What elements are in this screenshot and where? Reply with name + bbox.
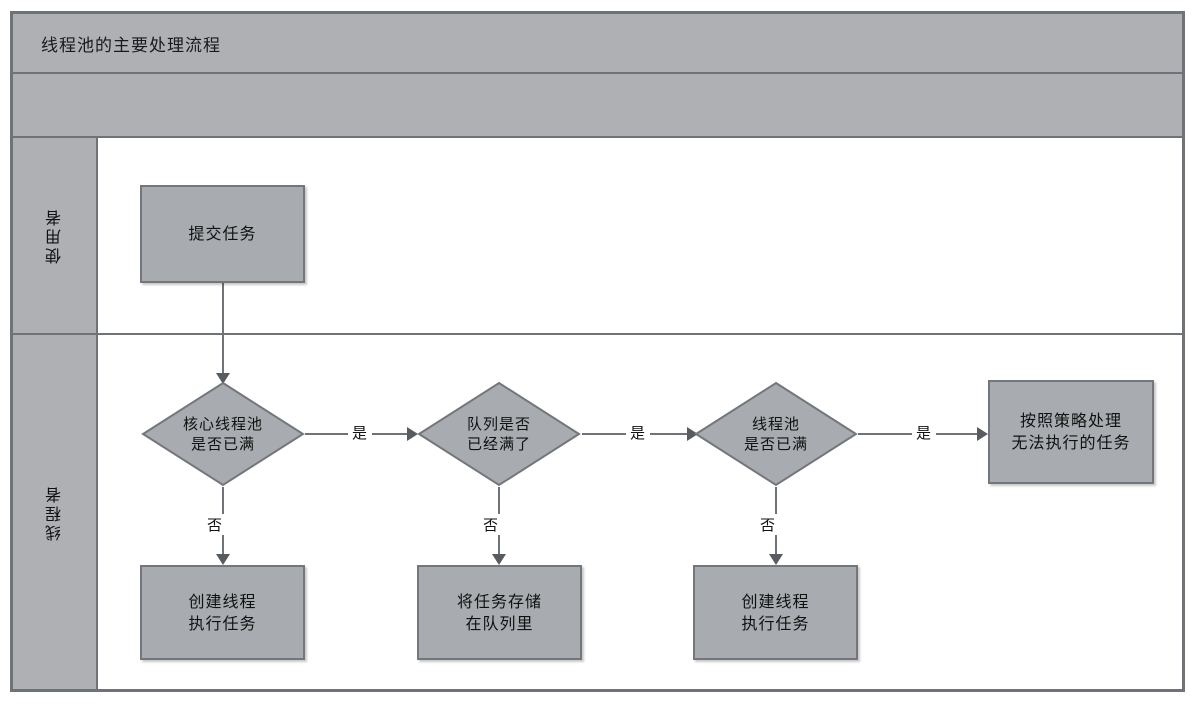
node-create-thread-1[interactable]: 创建线程执行任务 bbox=[140, 565, 305, 660]
node-label-pool-full: 线程池是否已满 bbox=[694, 381, 858, 487]
arrowhead-pool-to-reject bbox=[977, 427, 988, 441]
node-label-queue-full: 队列是否已经满了 bbox=[417, 381, 581, 487]
node-label-text-pool-full: 线程池是否已满 bbox=[743, 414, 808, 453]
node-submit-task[interactable]: 提交任务 bbox=[140, 185, 305, 283]
node-queue-full[interactable]: 队列是否已经满了 bbox=[417, 381, 581, 487]
edge-label-queue-to-pool: 是 bbox=[626, 422, 651, 443]
edge-label-pool-to-create2: 否 bbox=[756, 514, 781, 535]
node-store-in-queue[interactable]: 将任务存储在队列里 bbox=[417, 565, 582, 660]
arrowhead-submit-to-core bbox=[216, 373, 230, 384]
swimlane-label-user: 使用者 bbox=[44, 207, 64, 264]
connector-submit-to-core bbox=[222, 283, 224, 375]
node-label-text-queue-full: 队列是否已经满了 bbox=[466, 414, 531, 453]
diagram-title-bar: 线程池的主要处理流程 bbox=[12, 13, 1183, 73]
node-core-pool-full[interactable]: 核心线程池是否已满 bbox=[141, 381, 305, 487]
node-label-reject-policy: 按照策略处理无法执行的任务 bbox=[1011, 411, 1131, 452]
node-label-create-thread-1: 创建线程执行任务 bbox=[188, 591, 257, 633]
node-reject-policy[interactable]: 按照策略处理无法执行的任务 bbox=[988, 380, 1154, 484]
swimlane-header-user: 使用者 bbox=[12, 137, 97, 334]
diamond-shape-core-pool-full bbox=[141, 381, 305, 487]
diamond-shape-queue-full bbox=[417, 381, 581, 487]
node-create-thread-2[interactable]: 创建线程执行任务 bbox=[693, 565, 858, 660]
node-label-core-pool-full: 核心线程池是否已满 bbox=[141, 381, 305, 487]
edge-label-queue-to-store: 否 bbox=[479, 514, 504, 535]
edge-label-core-to-queue: 是 bbox=[348, 422, 373, 443]
arrowhead-core-to-create1 bbox=[216, 554, 230, 565]
node-label-text-core-pool-full: 核心线程池是否已满 bbox=[182, 414, 263, 453]
arrowhead-core-to-queue bbox=[407, 427, 418, 441]
page-title: 线程池的主要处理流程 bbox=[41, 35, 221, 56]
arrowhead-queue-to-pool bbox=[687, 427, 698, 441]
edge-label-pool-to-reject: 是 bbox=[912, 422, 937, 443]
arrowhead-queue-to-store bbox=[492, 554, 506, 565]
node-pool-full[interactable]: 线程池是否已满 bbox=[694, 381, 858, 487]
node-label-create-thread-2: 创建线程执行任务 bbox=[741, 591, 810, 633]
edge-label-core-to-create1: 否 bbox=[203, 514, 228, 535]
arrowhead-pool-to-create2 bbox=[769, 554, 783, 565]
swimlane-label-thread: 线程者 bbox=[44, 483, 64, 541]
diagram-subheader-row bbox=[12, 73, 1183, 137]
swimlane-header-thread: 线程者 bbox=[12, 334, 97, 690]
diamond-shape-pool-full bbox=[694, 381, 858, 487]
node-label-submit-task: 提交任务 bbox=[188, 224, 257, 244]
node-label-store-in-queue: 将任务存储在队列里 bbox=[456, 591, 542, 633]
